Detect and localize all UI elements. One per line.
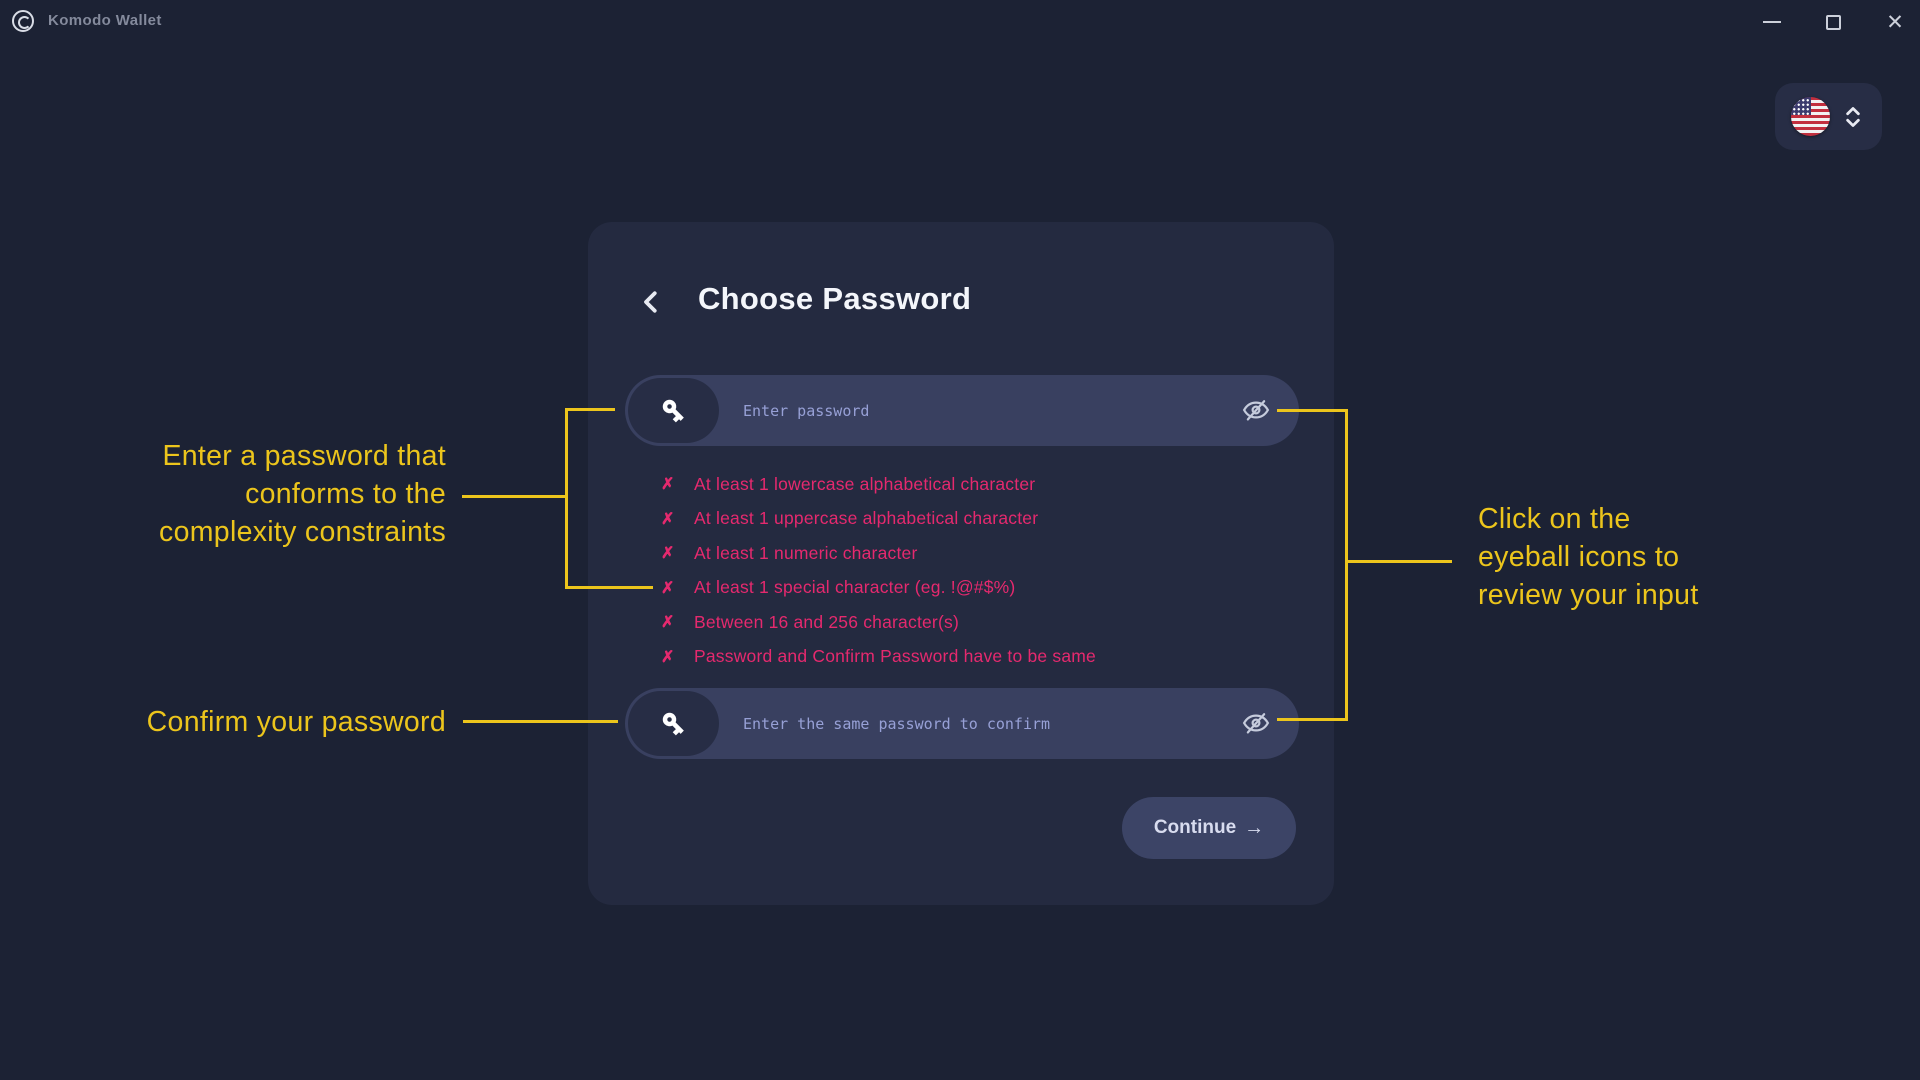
- annotation-line: eyeball icons to: [1478, 541, 1680, 573]
- requirement-row: ✗ Between 16 and 256 character(s): [661, 605, 1096, 640]
- annotation-line-left-vertical: [565, 408, 568, 589]
- annotation-confirm-hint: Confirm your password: [146, 706, 446, 738]
- close-icon: ✕: [1886, 10, 1904, 34]
- x-mark-icon: ✗: [661, 545, 675, 563]
- close-button[interactable]: ✕: [1872, 0, 1918, 44]
- requirement-text: At least 1 lowercase alphabetical charac…: [694, 473, 1036, 494]
- confirm-visibility-toggle[interactable]: [1239, 708, 1273, 740]
- key-icon: [662, 399, 684, 423]
- minimize-button[interactable]: [1749, 0, 1795, 44]
- continue-label: Continue: [1153, 817, 1237, 838]
- annotation-line: complexity constraints: [159, 516, 446, 548]
- us-flag-icon: [1791, 97, 1830, 136]
- app-title: Komodo Wallet: [48, 12, 162, 29]
- x-mark-icon: ✗: [661, 476, 675, 494]
- annotation-line-left-bottom-spur: [565, 586, 653, 589]
- requirement-text: At least 1 numeric character: [694, 542, 918, 563]
- choose-password-card: Choose Password ✗ At least 1 lowercase al…: [588, 222, 1334, 905]
- annotation-line-left-top-spur: [565, 408, 615, 411]
- annotation-line-right-top-spur: [1277, 409, 1348, 412]
- requirement-text: Between 16 and 256 character(s): [694, 611, 959, 632]
- password-input-container: [625, 375, 1299, 446]
- maximize-button[interactable]: [1810, 0, 1856, 44]
- requirement-row: ✗ At least 1 special character (eg. !@#$%…: [661, 571, 1096, 606]
- key-icon-badge: [628, 691, 719, 756]
- annotation-line-right-bottom-spur: [1277, 718, 1348, 721]
- annotation-line: review your input: [1478, 579, 1699, 611]
- requirement-row: ✗ At least 1 lowercase alphabetical chara…: [661, 467, 1096, 502]
- x-mark-icon: ✗: [661, 614, 675, 632]
- eye-off-icon: [1242, 400, 1270, 421]
- annotation-line-right-vertical: [1345, 409, 1348, 721]
- annotation-line-confirm: [463, 720, 618, 723]
- x-mark-icon: ✗: [661, 579, 675, 597]
- eye-off-icon: [1242, 713, 1270, 734]
- requirement-row: ✗ At least 1 uppercase alphabetical chara…: [661, 502, 1096, 537]
- annotation-eyeball-hint: Click on the eyeball icons to review you…: [1478, 500, 1838, 614]
- requirement-text: At least 1 special character (eg. !@#$%): [694, 577, 1016, 598]
- annotation-password-hint: Enter a password that conforms to the co…: [60, 437, 446, 551]
- continue-button[interactable]: Continue →: [1122, 797, 1296, 859]
- annotation-line-right-middle: [1345, 560, 1452, 563]
- minimize-icon: [1763, 21, 1781, 23]
- key-icon: [662, 712, 684, 736]
- maximize-icon: [1825, 14, 1841, 30]
- requirement-row: ✗ Password and Confirm Password have to b…: [661, 640, 1096, 675]
- key-icon-badge: [628, 378, 719, 443]
- x-mark-icon: ✗: [661, 510, 675, 528]
- annotation-line-left-middle: [462, 495, 568, 498]
- x-mark-icon: ✗: [661, 648, 675, 666]
- password-input[interactable]: [743, 375, 1143, 446]
- annotation-line: conforms to the: [245, 478, 446, 510]
- chevron-updown-icon: [1846, 106, 1860, 127]
- password-requirements-list: ✗ At least 1 lowercase alphabetical chara…: [661, 467, 1096, 674]
- requirement-text: Password and Confirm Password have to be…: [694, 646, 1096, 667]
- page-title: Choose Password: [698, 281, 972, 316]
- requirement-row: ✗ At least 1 numeric character: [661, 536, 1096, 571]
- back-button[interactable]: [636, 286, 666, 318]
- title-bar: Komodo Wallet ✕: [0, 0, 1920, 44]
- confirm-password-input-container: [625, 688, 1299, 759]
- confirm-password-input[interactable]: [743, 688, 1143, 759]
- annotation-line: Enter a password that: [162, 440, 446, 472]
- requirement-text: At least 1 uppercase alphabetical charac…: [694, 508, 1039, 529]
- language-selector[interactable]: [1775, 83, 1882, 150]
- komodo-logo-icon: [12, 10, 34, 32]
- arrow-right-icon: →: [1244, 816, 1265, 839]
- annotation-line: Click on the: [1478, 503, 1631, 535]
- password-visibility-toggle[interactable]: [1239, 395, 1273, 427]
